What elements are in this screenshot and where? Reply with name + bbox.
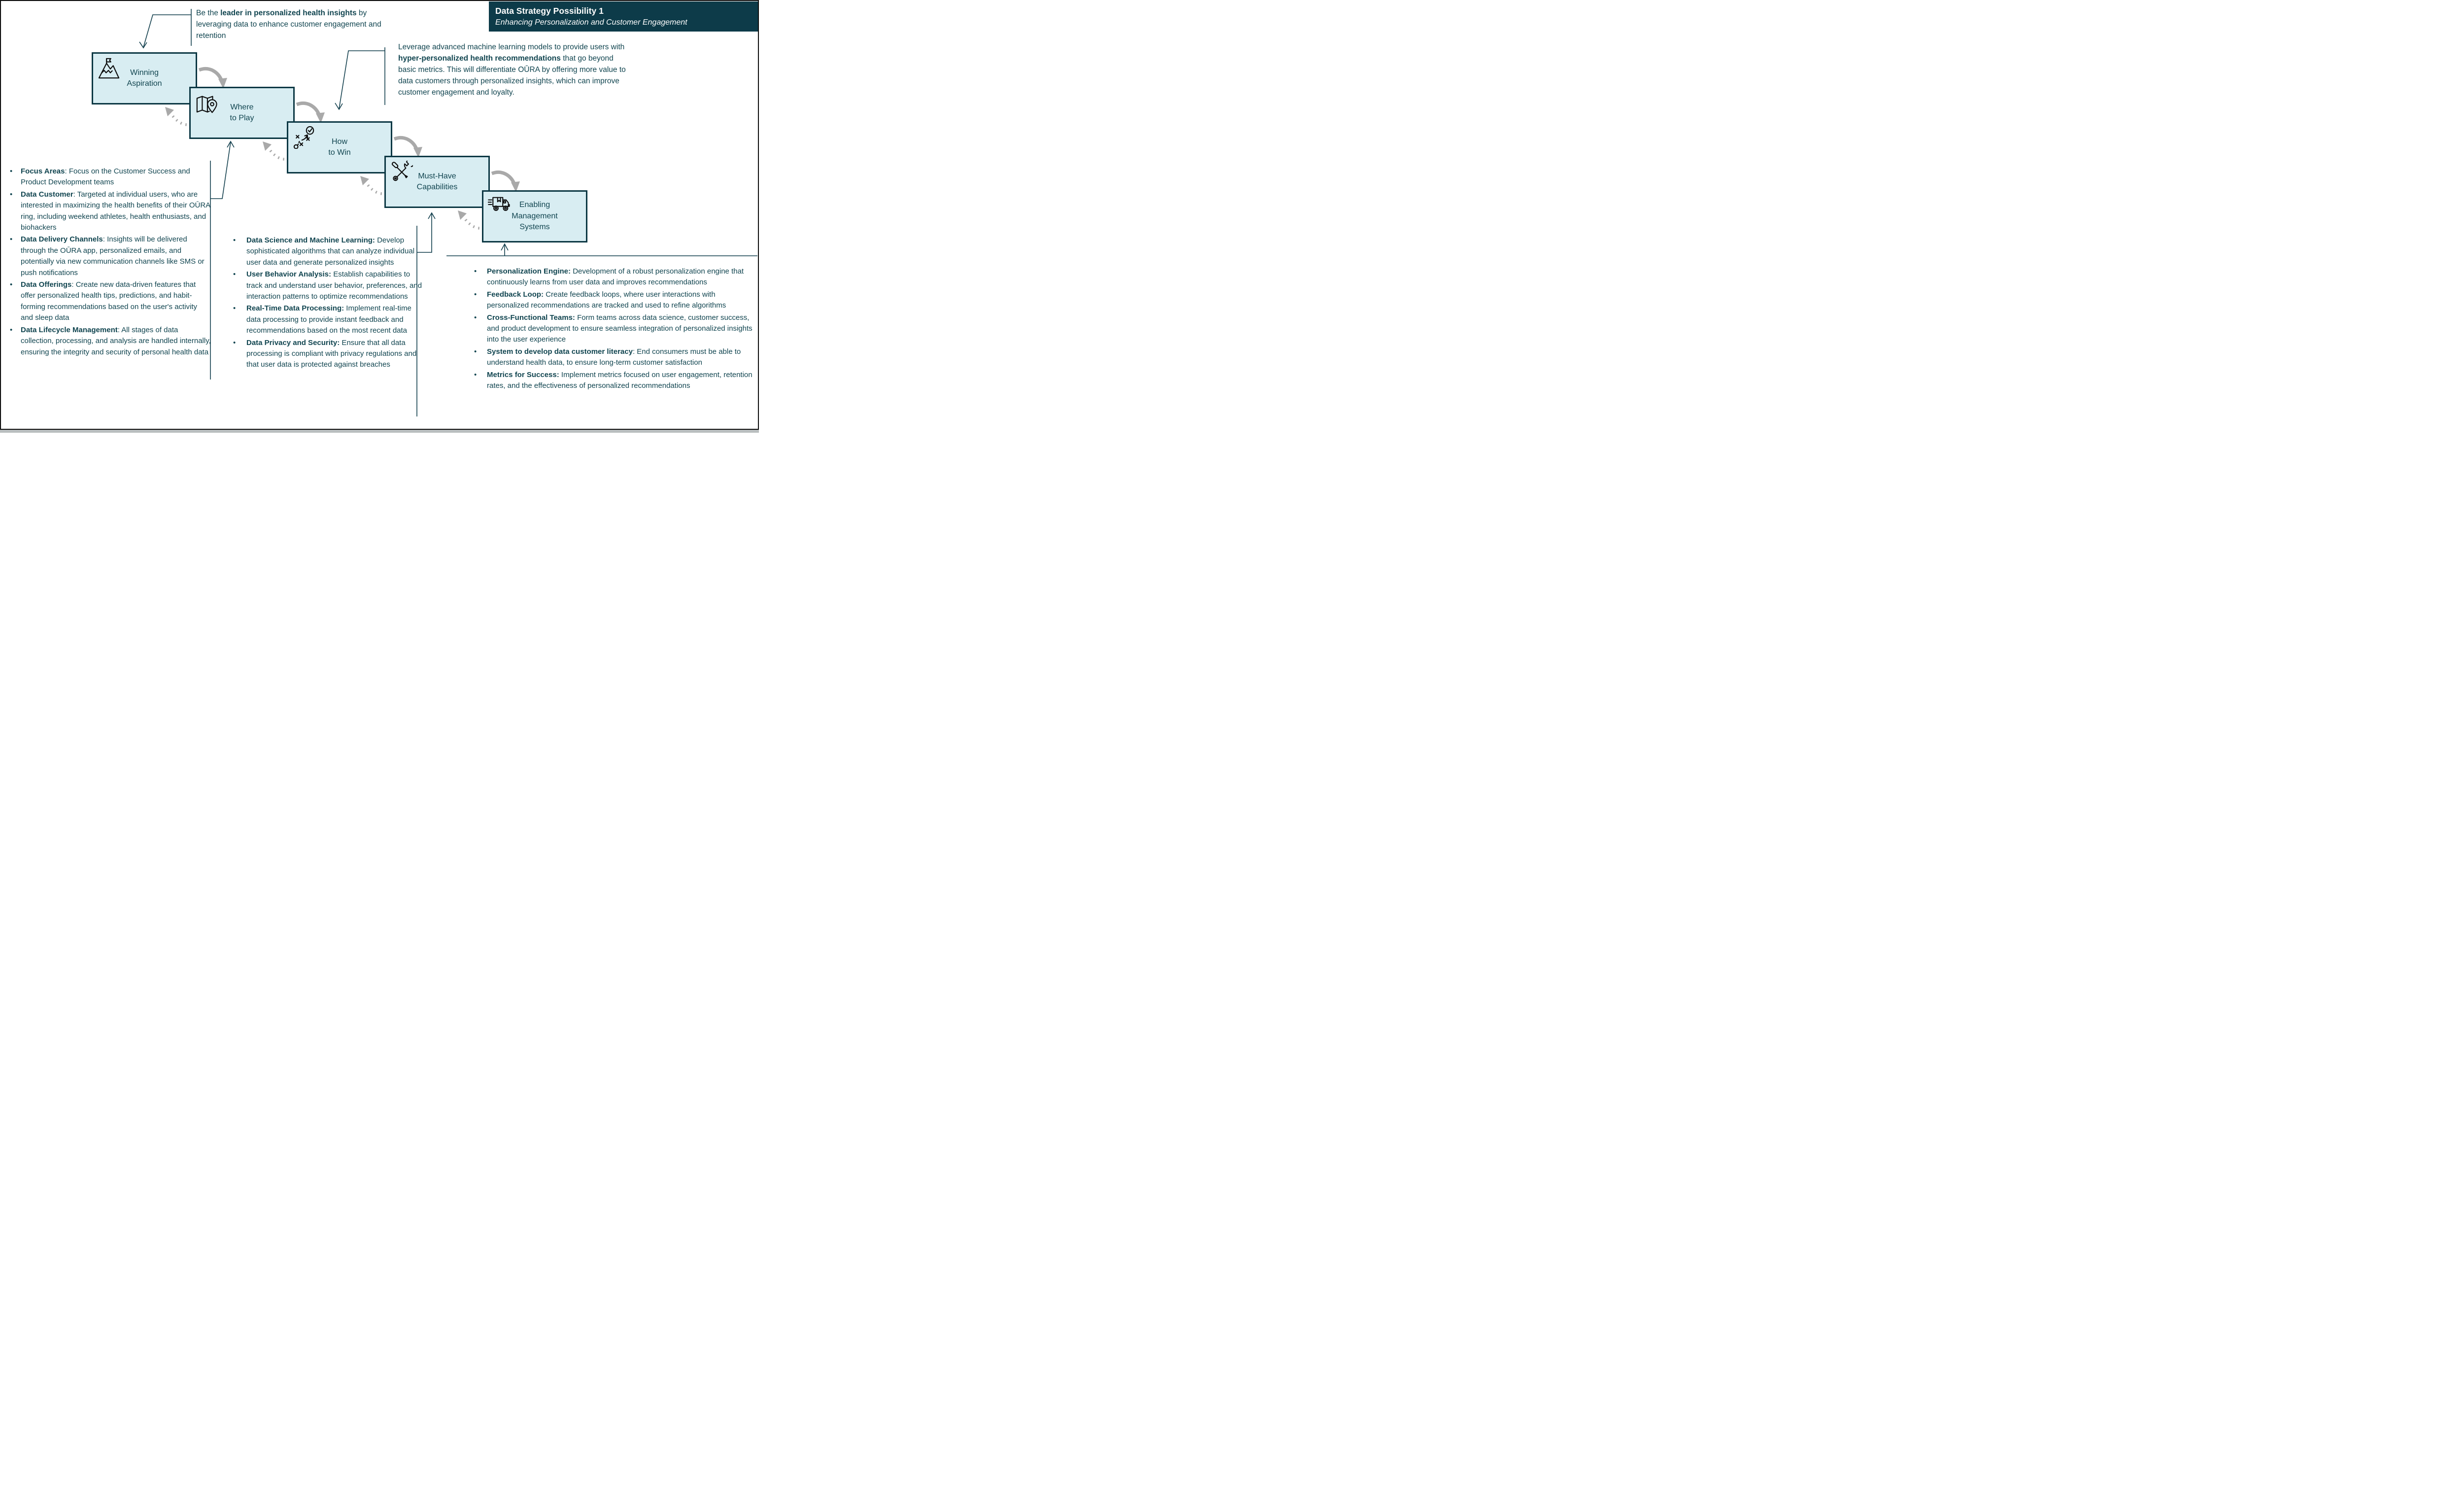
step-label: How to Win [328,137,351,157]
slide-canvas: Data Strategy Possibility 1 Enhancing Pe… [0,0,759,433]
where-to-play-list: Focus Areas: Focus on the Customer Succe… [7,166,211,359]
enabling-systems-list: Personalization Engine: Development of a… [470,266,759,392]
list-item: Data Delivery Channels: Insights will be… [7,234,211,278]
step-how-to-win: How to Win [287,121,392,173]
list-item: Data Offerings: Create new data-driven f… [7,279,211,324]
step-enabling-management-systems: Enabling Management Systems [482,190,587,242]
step-label: Enabling Management Systems [512,201,558,232]
mountain-flag-icon [98,58,120,79]
strategy-play-icon [293,126,314,149]
forward-arrow-1 [198,67,227,89]
backward-arrow-3 [360,176,388,195]
list-item: Data Privacy and Security: Ensure that a… [231,338,427,371]
callout-how-to-win: Leverage advanced machine learning model… [398,43,626,97]
connector-enabling-list [446,243,757,256]
step-label: Winning Aspiration [127,68,162,88]
delivery-truck-icon [488,197,510,211]
step-winning-aspiration: Winning Aspiration [92,52,197,104]
step-must-have-capabilities: Must-Have Capabilities [384,156,490,208]
list-item: Cross-Functional Teams: Form teams acros… [470,312,759,346]
backward-arrow-1 [165,107,193,126]
step-label: Where to Play [230,103,254,122]
slide-frame [0,0,759,430]
list-item: Real-Time Data Processing: Implement rea… [231,303,427,336]
bottom-edge-strip [0,430,759,433]
map-location-icon [196,96,217,113]
tools-icon [391,161,413,181]
step-label: Must-Have Capabilities [416,172,458,191]
list-item: Feedback Loop: Create feedback loops, wh… [470,289,759,311]
title-box: Data Strategy Possibility 1 Enhancing Pe… [489,1,758,32]
callout-winning-aspiration: Be the leader in personalized health ins… [196,9,381,40]
forward-arrow-3 [393,136,422,158]
list-item: Metrics for Success: Implement metrics f… [470,370,759,392]
list-item: Data Lifecycle Management: All stages of… [7,325,211,358]
callout-line-how-to-win [335,47,385,110]
list-item: User Behavior Analysis: Establish capabi… [231,269,427,302]
callout-line-winning-aspiration [139,9,192,49]
forward-arrow-4 [491,171,520,192]
page-title: Data Strategy Possibility 1 [495,6,604,16]
list-item: Focus Areas: Focus on the Customer Succe… [7,166,211,188]
backward-arrow-4 [458,210,485,230]
backward-arrow-2 [263,141,290,161]
forward-arrow-2 [296,102,325,123]
list-item: Data Science and Machine Learning: Devel… [231,235,427,268]
page-subtitle: Enhancing Personalization and Customer E… [495,18,687,27]
list-item: Personalization Engine: Development of a… [470,266,759,288]
step-where-to-play: Where to Play [189,87,295,139]
list-item: Data Customer: Targeted at individual us… [7,189,211,234]
list-item: System to develop data customer literacy… [470,346,759,369]
how-to-win-list: Data Science and Machine Learning: Devel… [231,235,427,372]
